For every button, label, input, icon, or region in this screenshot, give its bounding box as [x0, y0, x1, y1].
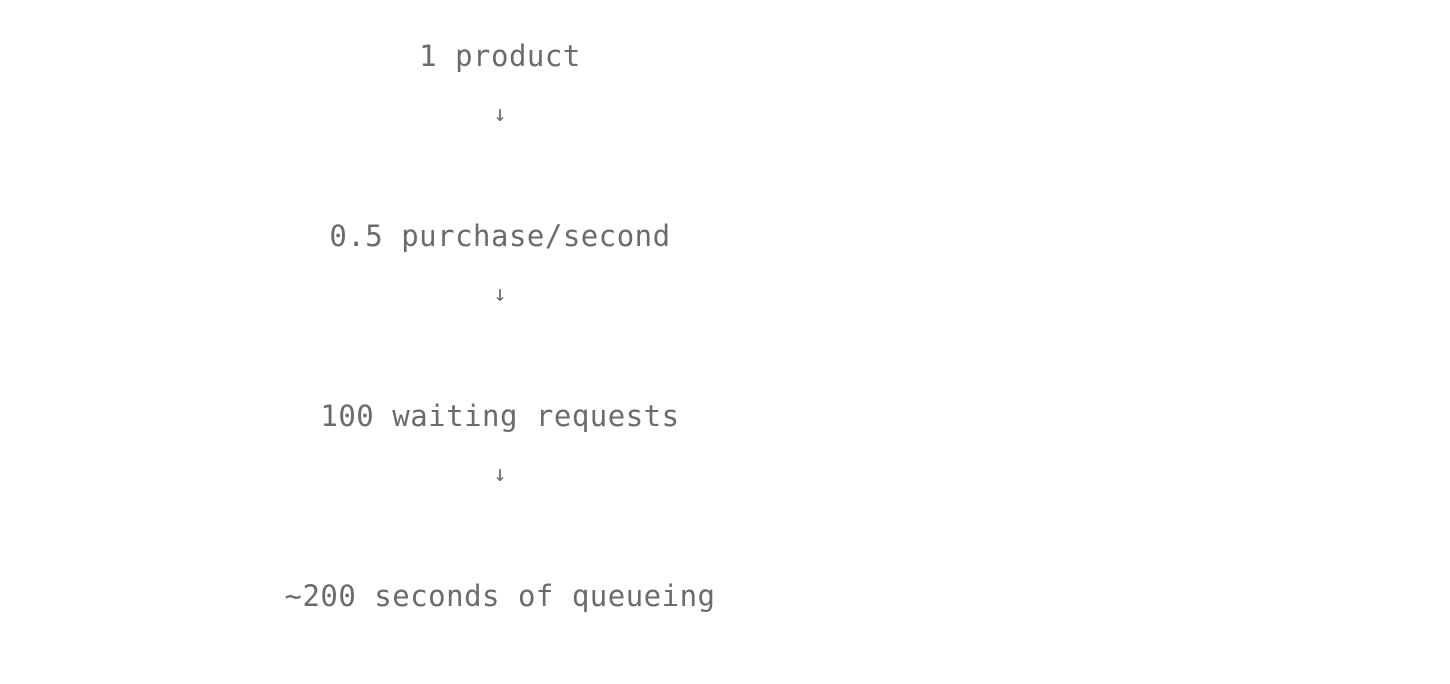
- step-product-count: 1 product: [419, 39, 581, 73]
- down-arrow-icon: ↓: [493, 282, 507, 307]
- queueing-flow-diagram: 1 product ↓ 0.5 purchase/second ↓ 100 wa…: [284, 39, 716, 613]
- step-queueing-time: ~200 seconds of queueing: [284, 579, 716, 613]
- step-waiting-requests: 100 waiting requests: [320, 399, 680, 433]
- down-arrow-icon: ↓: [493, 102, 507, 127]
- down-arrow-icon: ↓: [493, 462, 507, 487]
- step-purchase-rate: 0.5 purchase/second: [329, 219, 671, 253]
